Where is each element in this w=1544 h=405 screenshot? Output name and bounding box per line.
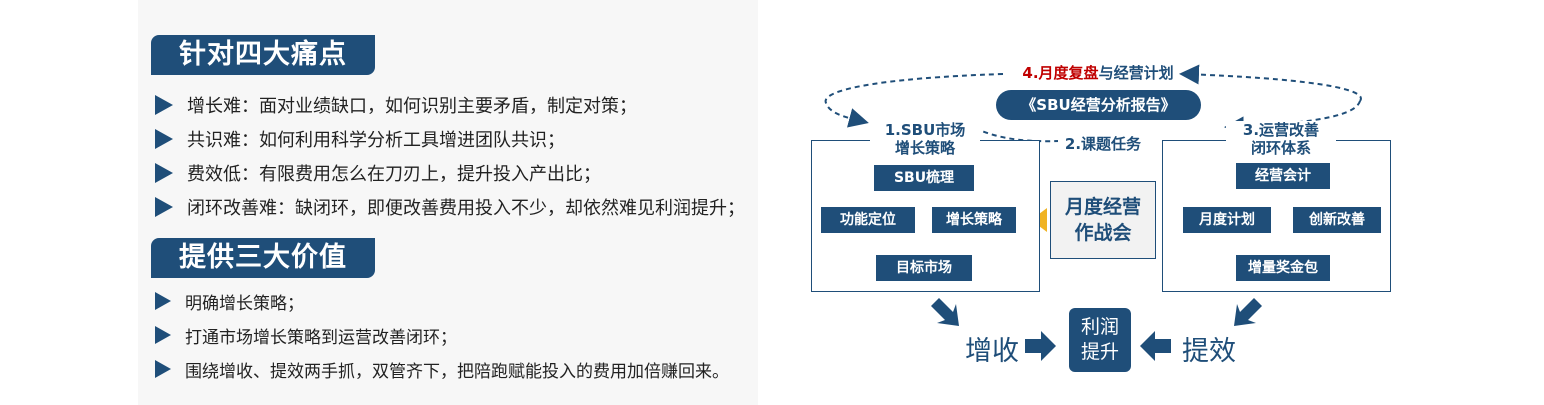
sbu-report-badge: 《SBU经营分析报告》 xyxy=(996,90,1201,120)
down-right-arrow-left xyxy=(931,298,959,326)
sbu-growth-title-line1: 1.SBU市场 xyxy=(884,121,966,139)
function-positioning-node: 功能定位 xyxy=(821,207,915,233)
monthly-review-label: 4.月度复盘与经营计划 xyxy=(1008,62,1188,83)
operation-improvement-title: 3.运营改善 闭环体系 xyxy=(1226,121,1336,157)
monthly-review-highlight: 4.月度复盘 xyxy=(1022,64,1099,82)
operation-improvement-title-line1: 3.运营改善 xyxy=(1242,121,1320,139)
pain-point-text: 费效低：有限费用怎么在刀刃上，提升投入产出比； xyxy=(187,164,601,185)
dashed-arrow-left xyxy=(824,73,1004,128)
pain-points-heading: 针对四大痛点 xyxy=(151,35,375,75)
sbu-growth-title-line2: 增长策略 xyxy=(894,139,955,157)
right-arrow-to-profit xyxy=(1025,331,1056,361)
dashed-arrow-right xyxy=(1179,64,1362,102)
sbu-growth-title: 1.SBU市场 增长策略 xyxy=(870,121,980,157)
value-text: 围绕增收、提效两手抓，双管齐下，把陪跑赋能投入的费用加倍赚回来。 xyxy=(185,361,729,382)
list-item: 闭环改善难：缺闭环，即便改善费用投入不少，却依然难见利润提升； xyxy=(155,190,745,224)
list-item: 围绕增收、提效两手抓，双管齐下，把陪跑赋能投入的费用加倍赚回来。 xyxy=(155,352,729,386)
list-item: 明确增长策略； xyxy=(155,284,729,318)
profit-line2: 提升 xyxy=(1080,341,1119,363)
triangle-bullet-icon xyxy=(155,360,171,378)
innovation-improvement-node: 创新改善 xyxy=(1293,207,1381,233)
monthly-meeting-line2: 作战会 xyxy=(1074,222,1132,244)
triangle-bullet-icon xyxy=(155,95,173,115)
list-item: 打通市场增长策略到运营改善闭环； xyxy=(155,318,729,352)
incremental-bonus-node: 增量奖金包 xyxy=(1236,255,1330,281)
value-text: 打通市场增长策略到运营改善闭环； xyxy=(185,327,457,348)
operation-improvement-title-line2: 闭环体系 xyxy=(1250,139,1311,157)
increase-revenue-text: 增收 xyxy=(965,336,1019,367)
dashed-arrow-right-lower xyxy=(1224,100,1361,137)
pain-point-text: 闭环改善难：缺闭环，即便改善费用投入不少，却依然难见利润提升； xyxy=(187,198,745,219)
growth-strategy-node: 增长策略 xyxy=(932,207,1016,233)
monthly-meeting-line1: 月度经营 xyxy=(1064,196,1141,218)
target-market-node: 目标市场 xyxy=(876,255,972,281)
monthly-meeting-box: 月度经营 作战会 xyxy=(1050,181,1156,259)
triangle-bullet-icon xyxy=(155,292,171,310)
value-text: 明确增长策略； xyxy=(185,293,304,314)
pain-point-text: 共识难：如何利用科学分析工具增进团队共识； xyxy=(187,130,565,151)
left-arrow-to-profit xyxy=(1140,331,1171,361)
triangle-bullet-icon xyxy=(155,197,173,217)
profit-increase-box: 利润 提升 xyxy=(1069,308,1131,372)
values-list: 明确增长策略； 打通市场增长策略到运营改善闭环； 围绕增收、提效两手抓，双管齐下… xyxy=(155,284,729,386)
monthly-plan-node: 月度计划 xyxy=(1183,207,1271,233)
monthly-review-rest: 与经营计划 xyxy=(1098,64,1174,82)
profit-line1: 利润 xyxy=(1080,316,1119,338)
pain-points-list: 增长难：面对业绩缺口，如何识别主要矛盾，制定对策； 共识难：如何利用科学分析工具… xyxy=(155,88,745,224)
triangle-bullet-icon xyxy=(155,326,171,344)
business-accounting-node: 经营会计 xyxy=(1236,163,1330,189)
efficiency-text: 提效 xyxy=(1182,336,1236,367)
list-item: 增长难：面对业绩缺口，如何识别主要矛盾，制定对策； xyxy=(155,88,745,122)
pain-point-text: 增长难：面对业绩缺口，如何识别主要矛盾，制定对策； xyxy=(187,96,637,117)
down-left-arrow-right xyxy=(1234,298,1262,326)
list-item: 费效低：有限费用怎么在刀刃上，提升投入产出比； xyxy=(155,156,745,190)
sbu-sorting-node: SBU梳理 xyxy=(874,165,974,191)
task-label: 2.课题任务 xyxy=(1058,133,1148,154)
values-heading: 提供三大价值 xyxy=(151,238,375,278)
list-item: 共识难：如何利用科学分析工具增进团队共识； xyxy=(155,122,745,156)
triangle-bullet-icon xyxy=(155,163,173,183)
triangle-bullet-icon xyxy=(155,129,173,149)
